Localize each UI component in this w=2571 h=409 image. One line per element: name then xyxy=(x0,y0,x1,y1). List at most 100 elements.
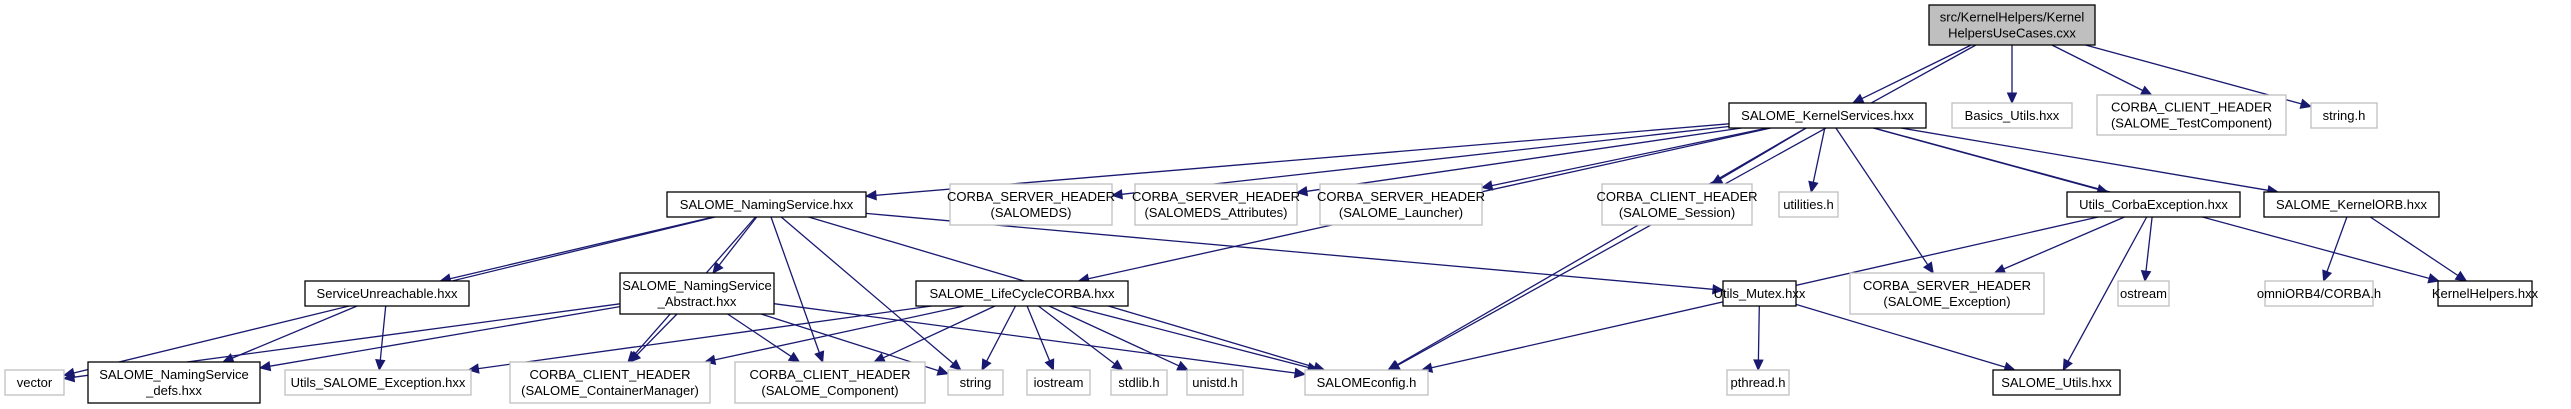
edge-line xyxy=(1070,305,1309,369)
edge-lifecyclecorba-to-stdlib_h xyxy=(1038,305,1124,371)
node-vector: vector xyxy=(4,369,65,396)
arrowhead-icon xyxy=(2139,85,2153,96)
node-label: ServiceUnreachable.hxx xyxy=(317,286,458,301)
node-serviceunreachable[interactable]: ServiceUnreachable.hxx xyxy=(304,280,470,307)
node-csh_salomeds: CORBA_SERVER_HEADER(SALOMEDS) xyxy=(947,183,1115,226)
node-box xyxy=(1026,369,1091,396)
edge-line xyxy=(1396,127,1807,366)
node-kernelhelpers[interactable]: KernelHelpers.hxx xyxy=(2432,280,2539,307)
node-namingservice_abstract[interactable]: SALOME_NamingService_Abstract.hxx xyxy=(619,272,775,315)
node-label: CORBA_CLIENT_HEADER xyxy=(1596,189,1757,204)
node-box xyxy=(1778,191,1839,218)
node-cch_component: CORBA_CLIENT_HEADER(SALOME_Component) xyxy=(734,361,926,404)
edge-line xyxy=(770,216,820,353)
edge-line xyxy=(1491,127,1768,187)
edge-lifecyclecorba-to-string xyxy=(981,305,1017,372)
edge-root-to-kernelservices xyxy=(1851,44,1972,104)
node-namingservice[interactable]: SALOME_NamingService.hxx xyxy=(666,191,867,218)
node-label: unistd.h xyxy=(1192,375,1238,390)
arrowhead-icon xyxy=(375,359,386,372)
node-label: ostream xyxy=(2120,286,2167,301)
node-utilities_h: utilities.h xyxy=(1778,191,1839,218)
edge-utils_mutex-to-pthread_h xyxy=(1753,305,1764,372)
node-box xyxy=(1601,183,1753,226)
node-box xyxy=(2264,280,2374,307)
node-label: (SALOME_Exception) xyxy=(1883,294,2010,309)
edge-line xyxy=(2003,216,2125,270)
node-box[interactable] xyxy=(1722,280,1797,307)
node-kernelorb[interactable]: SALOME_KernelORB.hxx xyxy=(2263,191,2440,218)
node-label: vector xyxy=(17,375,53,390)
arrowhead-icon xyxy=(2299,98,2313,109)
node-label: SALOME_NamingService xyxy=(99,367,249,382)
node-label: utilities.h xyxy=(1783,197,1834,212)
arrowhead-icon xyxy=(1808,180,1819,194)
node-label: omniORB4/CORBA.h xyxy=(2257,286,2381,301)
node-box[interactable] xyxy=(304,280,470,307)
arrowhead-icon xyxy=(1387,360,1400,371)
node-box[interactable] xyxy=(87,361,261,404)
arrowhead-icon xyxy=(2454,270,2468,282)
node-box[interactable] xyxy=(1992,369,2121,396)
edge-kernelservices-to-salomeconfig_h xyxy=(1387,127,1807,371)
edge-line xyxy=(2085,44,2302,105)
node-label: (SALOME_TestComponent) xyxy=(2111,116,2272,131)
node-label: Utils_CorbaException.hxx xyxy=(2079,197,2228,212)
nodes-layer: src/KernelHelpers/KernelHelpersUseCases.… xyxy=(4,4,2539,404)
node-label: CORBA_SERVER_HEADER xyxy=(1132,189,1300,204)
node-string: string xyxy=(947,369,1004,396)
node-label: stdlib.h xyxy=(1118,375,1159,390)
node-csh_exception: CORBA_SERVER_HEADER(SALOME_Exception) xyxy=(1849,272,2045,315)
node-box xyxy=(1951,102,2073,129)
node-label: string.h xyxy=(2323,108,2366,123)
edge-kernelservices-to-kernelorb xyxy=(1900,127,2280,196)
edge-line xyxy=(718,216,758,266)
node-csh_launcher: CORBA_SERVER_HEADER(SALOME_Launcher) xyxy=(1317,183,1485,226)
node-kernelservices[interactable]: SALOME_KernelServices.hxx xyxy=(1728,102,1927,129)
edge-lifecyclecorba-to-cch_component xyxy=(873,305,996,363)
node-label: (SALOMEDS) xyxy=(991,205,1072,220)
edge-kernelorb-to-omniorb xyxy=(2322,216,2348,283)
edge-line xyxy=(1048,305,1180,367)
node-box[interactable] xyxy=(1728,102,1927,129)
edge-line xyxy=(1757,305,1760,361)
node-utils_corbaexception[interactable]: Utils_CorbaException.hxx xyxy=(2066,191,2241,218)
node-label: CORBA_SERVER_HEADER xyxy=(1317,189,1485,204)
node-namingservice_defs[interactable]: SALOME_NamingService_defs.hxx xyxy=(87,361,261,404)
node-box[interactable] xyxy=(619,272,775,315)
node-unistd_h: unistd.h xyxy=(1186,369,1244,396)
edge-root-to-basics_utils xyxy=(2006,45,2018,105)
node-box[interactable] xyxy=(915,280,1129,307)
arrowhead-icon xyxy=(1480,180,1494,191)
node-utils_mutex[interactable]: Utils_Mutex.hxx xyxy=(1714,280,1806,307)
node-box[interactable] xyxy=(2066,191,2241,218)
node-label: _Abstract.hxx xyxy=(657,294,737,309)
node-box[interactable] xyxy=(2437,280,2533,307)
arrowhead-icon xyxy=(2427,273,2440,284)
edge-line xyxy=(379,305,387,361)
node-box xyxy=(2310,102,2378,129)
edge-line xyxy=(2051,44,2143,92)
node-box[interactable] xyxy=(666,191,867,218)
node-label: SALOME_LifeCycleCORBA.hxx xyxy=(930,286,1115,301)
node-label: string xyxy=(960,375,992,390)
node-label: _defs.hxx xyxy=(145,383,202,398)
edge-lifecyclecorba-to-unistd_h xyxy=(1048,305,1190,371)
edge-serviceunreachable-to-utils_salome_exception xyxy=(375,305,387,372)
node-salomeconfig_h: SALOMEconfig.h xyxy=(1304,369,1429,396)
node-label: (SALOMEDS_Attributes) xyxy=(1144,205,1287,220)
arrowhead-icon xyxy=(1176,360,1190,371)
node-lifecyclecorba[interactable]: SALOME_LifeCycleCORBA.hxx xyxy=(915,280,1129,307)
edge-line xyxy=(1121,125,1730,195)
node-label: Utils_Mutex.hxx xyxy=(1714,286,1806,301)
node-box xyxy=(1928,4,2096,46)
node-salome_utils[interactable]: SALOME_Utils.hxx xyxy=(1992,369,2121,396)
node-label: CORBA_SERVER_HEADER xyxy=(1863,278,2031,293)
node-box[interactable] xyxy=(2263,191,2440,218)
node-box xyxy=(1186,369,1244,396)
arrowhead-icon xyxy=(936,365,950,376)
edge-line xyxy=(865,212,1714,290)
node-box xyxy=(1110,369,1168,396)
node-box xyxy=(284,369,472,396)
edge-line xyxy=(714,305,965,361)
